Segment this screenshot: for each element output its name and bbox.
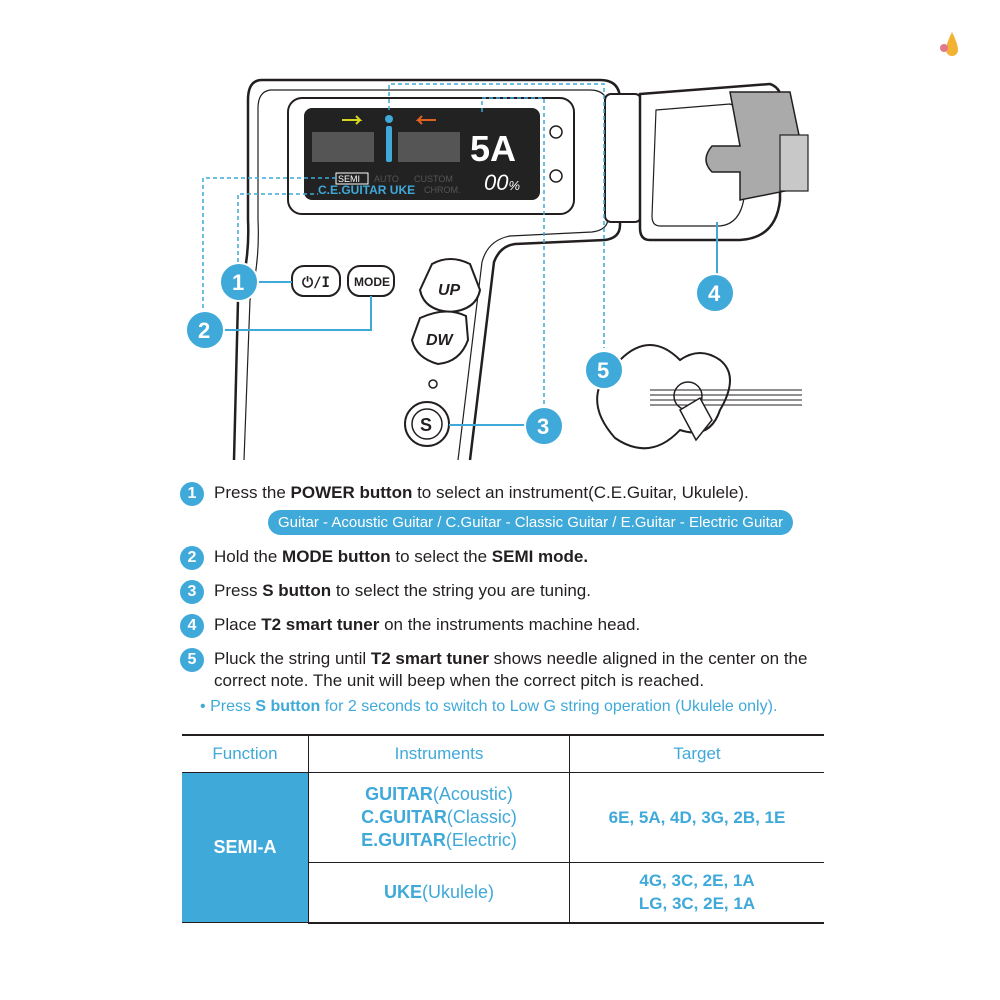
header-function: Function — [182, 734, 309, 773]
tuner-illustration: 5A 00% SEMI AUTO CUSTOM CHROM. C.E.GUITA… — [185, 32, 958, 461]
up-button — [418, 258, 482, 314]
svg-text:5: 5 — [597, 358, 609, 383]
display-note: 5A — [470, 128, 516, 169]
step-number: 3 — [180, 580, 204, 604]
step-3: 3 Press S button to select the string yo… — [180, 580, 591, 604]
svg-text:4: 4 — [708, 281, 721, 306]
callout-3 — [524, 406, 564, 446]
step-number: 1 — [180, 482, 204, 506]
header-target: Target — [569, 734, 824, 773]
svg-text:UP: UP — [438, 282, 461, 299]
svg-text:MODE: MODE — [354, 275, 390, 289]
dw-button — [410, 310, 470, 366]
instruments-cell: UKE(Ukulele) — [308, 862, 570, 924]
ukulele-icon — [596, 344, 802, 450]
center-needle — [386, 126, 392, 162]
instruments-cell: GUITAR(Acoustic) C.GUITAR(Classic) E.GUI… — [308, 772, 570, 863]
svg-text:⏻/I: ⏻/I — [302, 275, 330, 291]
step-5: 5 Pluck the string until T2 smart tuner … — [180, 648, 807, 692]
function-cell: SEMI-A — [182, 772, 309, 923]
svg-text:2: 2 — [198, 318, 210, 343]
clamp — [604, 82, 809, 275]
instrument-legend: Guitar - Acoustic Guitar / C.Guitar - Cl… — [268, 510, 794, 535]
target-cell: 6E, 5A, 4D, 3G, 2B, 1E — [569, 772, 824, 863]
target-cell: 4G, 3C, 2E, 1A LG, 3C, 2E, 1A — [569, 862, 824, 924]
display-cents: 00% — [484, 170, 520, 195]
chrom-label: CHROM. — [424, 185, 461, 195]
step-number: 4 — [180, 614, 204, 638]
callout-4 — [695, 273, 735, 313]
callout-5 — [584, 350, 624, 390]
step-1: 1 Press the POWER button to select an in… — [180, 482, 749, 506]
svg-text:3: 3 — [537, 414, 549, 439]
callout-1 — [219, 262, 259, 302]
function-table: Function Instruments Target SEMI-A GUITA… — [182, 734, 824, 924]
step-number: 5 — [180, 648, 204, 672]
semi-label: SEMI — [338, 174, 360, 184]
low-g-note: • Press S button for 2 seconds to switch… — [200, 698, 778, 715]
mode-line: C.E.GUITAR UKE — [318, 183, 415, 197]
table-row: SEMI-A GUITAR(Acoustic) C.GUITAR(Classic… — [182, 772, 824, 923]
meter-bars — [312, 132, 460, 162]
sharp-arrow-icon — [415, 115, 436, 125]
callout-2 — [185, 310, 225, 350]
flat-arrow-icon — [342, 115, 363, 125]
svg-text:S: S — [420, 415, 432, 435]
header-instruments: Instruments — [308, 734, 570, 773]
svg-text:DW: DW — [426, 332, 455, 349]
custom-label: CUSTOM — [414, 174, 453, 184]
auto-label: AUTO — [374, 174, 399, 184]
table-row: UKE(Ukulele) 4G, 3C, 2E, 1A LG, 3C, 2E, … — [182, 862, 824, 924]
brand-logo-icon — [940, 32, 958, 56]
svg-text:1: 1 — [232, 270, 244, 295]
step-2: 2 Hold the MODE button to select the SEM… — [180, 546, 588, 570]
step-number: 2 — [180, 546, 204, 570]
step-4: 4 Place T2 smart tuner on the instrument… — [180, 614, 640, 638]
center-indicator-icon — [385, 115, 393, 123]
